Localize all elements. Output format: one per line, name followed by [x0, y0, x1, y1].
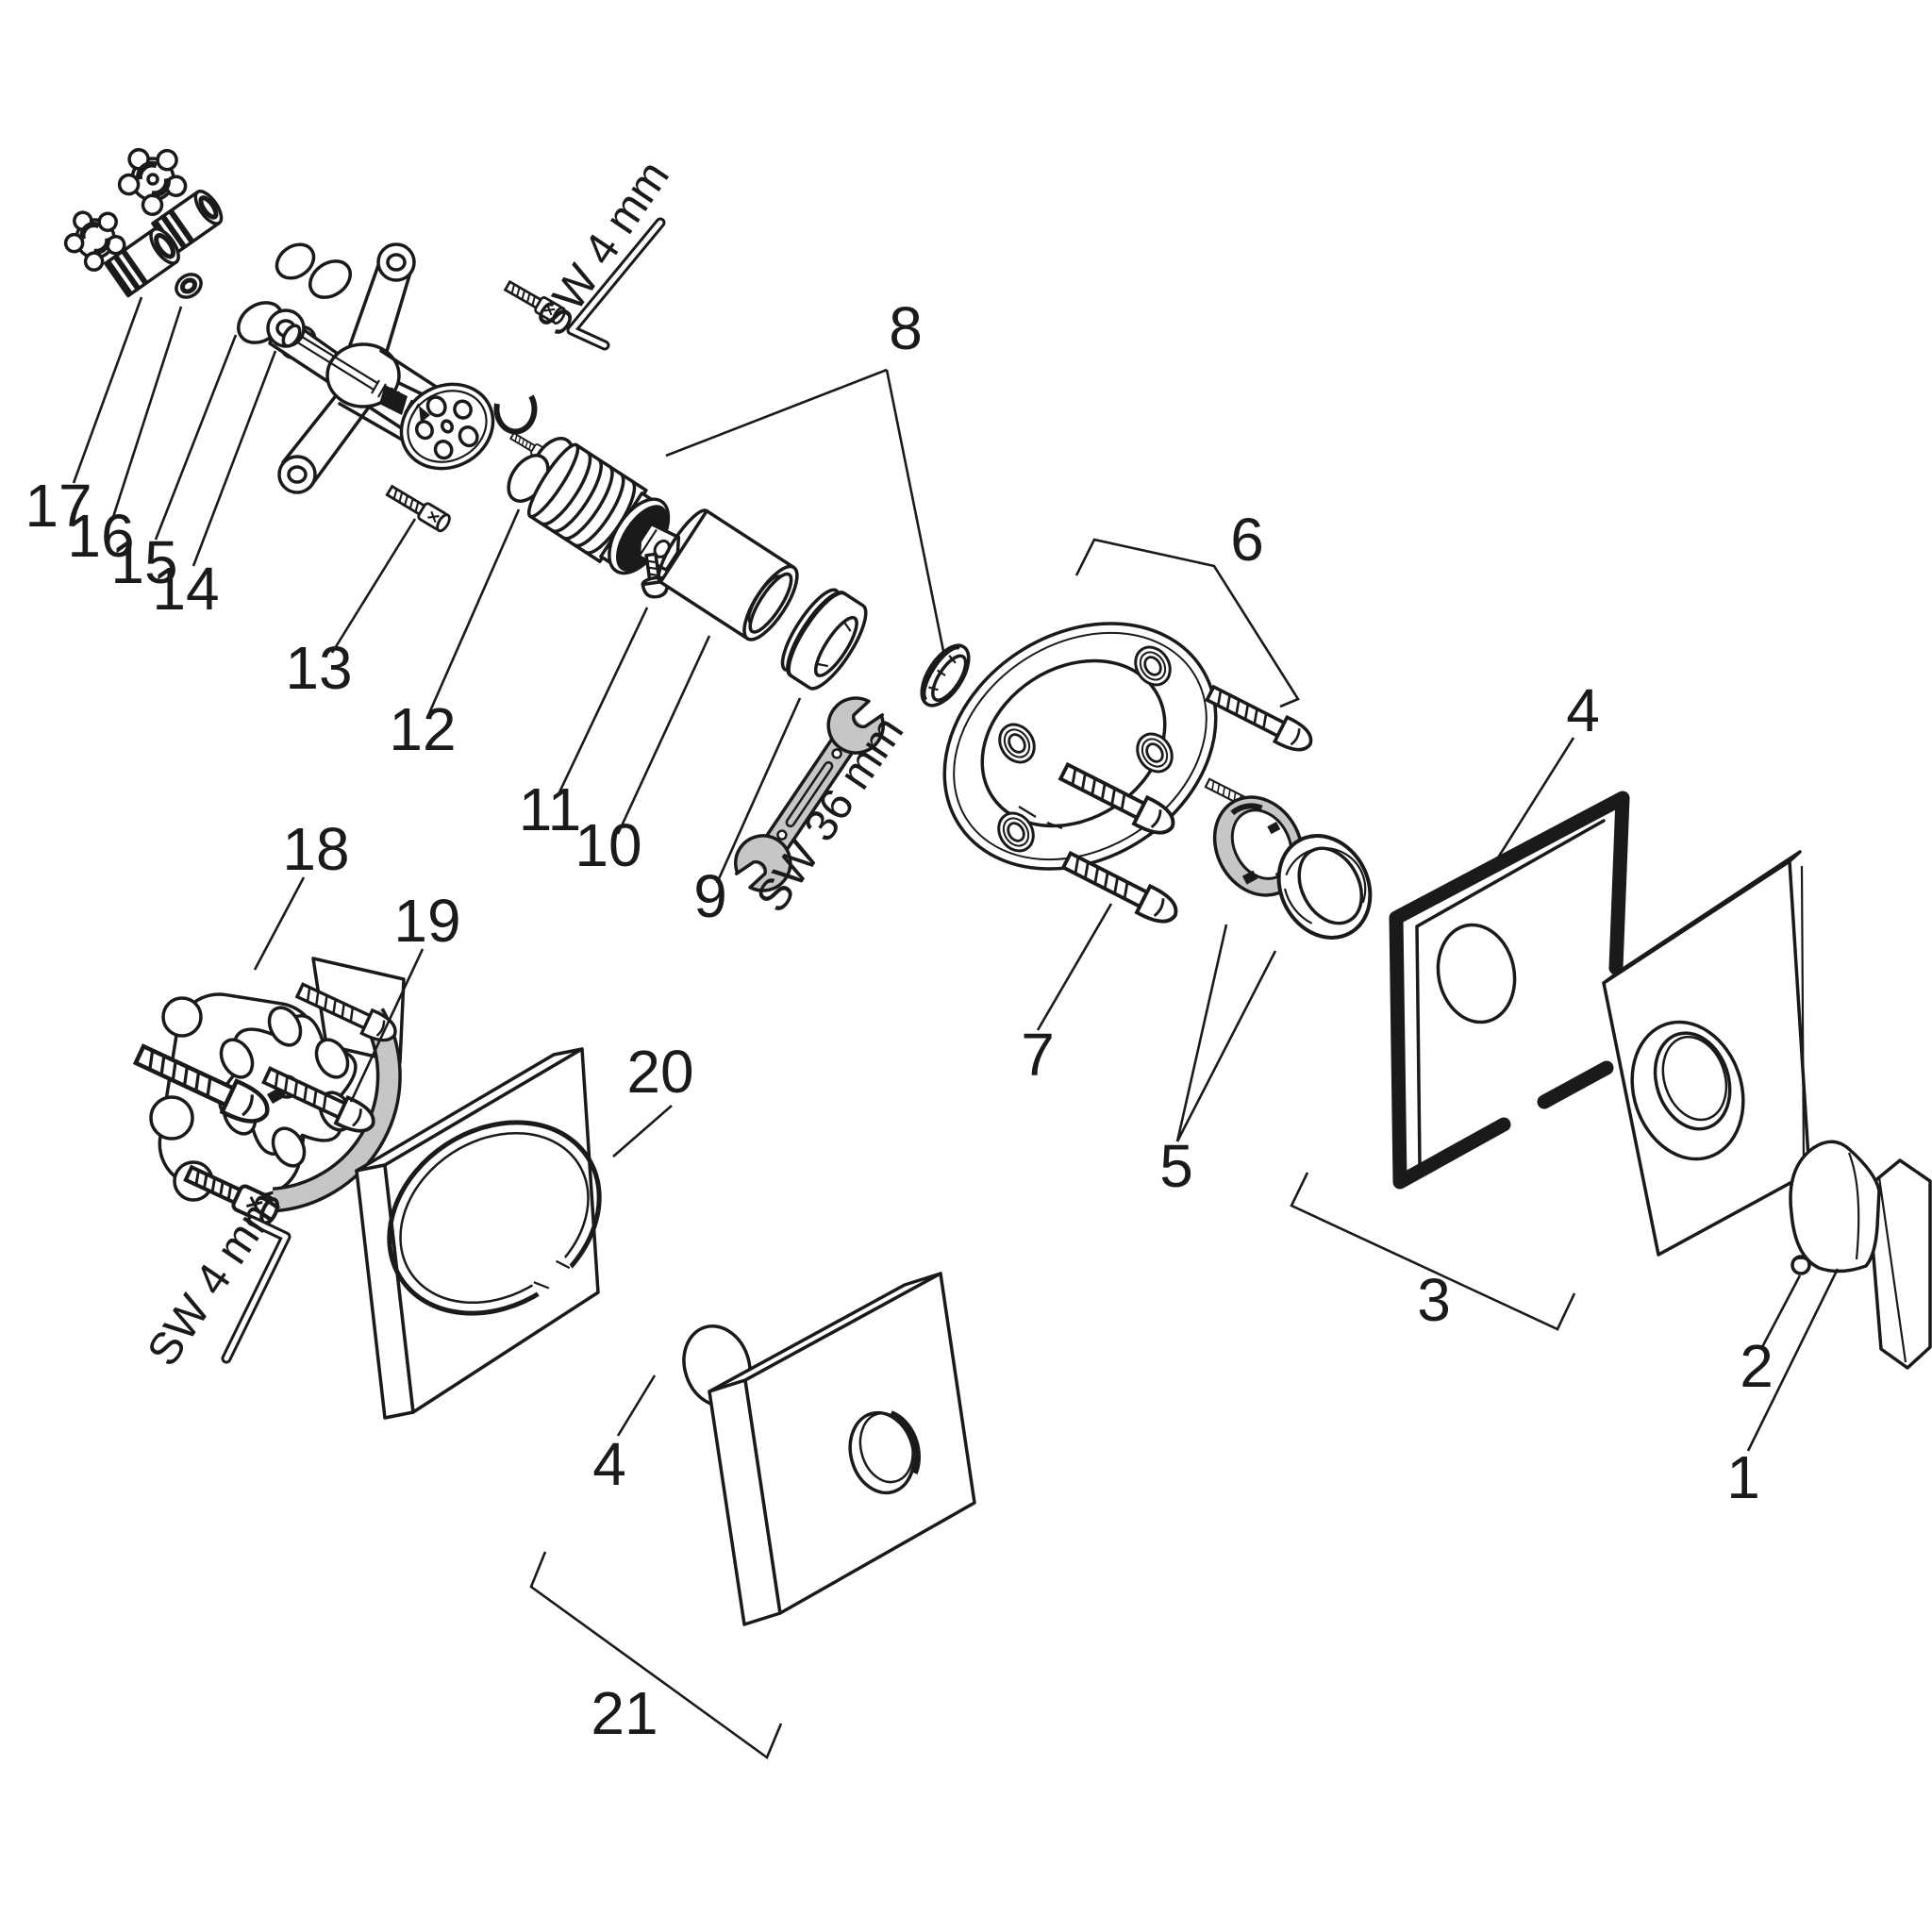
o-ring-b [308, 259, 352, 299]
leader-4-top [1487, 737, 1575, 874]
callout-17: 17 [25, 472, 92, 540]
body-through-screw [281, 324, 430, 423]
allen-key-top-label: SW 4 mm [526, 152, 679, 344]
grub-screw-2 [1790, 1255, 1811, 1275]
strainer-cap-upper [117, 147, 188, 216]
screw-13 [383, 481, 454, 535]
safety-clip [493, 394, 554, 465]
leader-13 [330, 518, 417, 654]
bracket-21 [529, 1551, 783, 1760]
callout-15: 15 [110, 528, 177, 596]
callout-21: 21 [591, 1679, 658, 1747]
handle-1 [1789, 1140, 1932, 1370]
bracket-6 [1074, 538, 1300, 708]
leader-5 [1175, 924, 1277, 1142]
callout-1: 1 [1726, 1443, 1760, 1511]
escutcheon-20 [355, 1047, 602, 1420]
callout-9: 9 [693, 862, 727, 930]
basic-set-body [266, 242, 495, 494]
leader-17 [72, 296, 143, 484]
allen-key-top [566, 217, 666, 351]
leader-15 [154, 334, 238, 541]
seal-grommet [175, 273, 203, 299]
carrier-screw-3 [1202, 679, 1319, 758]
callout-12: 12 [389, 695, 456, 763]
o-ring-a [275, 242, 316, 280]
retaining-ring-20 [387, 1120, 602, 1316]
check-valve-plug-lower [103, 226, 180, 298]
cover-plate-3 [1602, 850, 1811, 1257]
callout-6: 6 [1230, 506, 1264, 574]
callout-14: 14 [152, 555, 219, 623]
callout-3: 3 [1417, 1266, 1451, 1334]
leader-14 [192, 350, 277, 567]
callout-8: 8 [889, 294, 923, 362]
callout-19: 19 [393, 887, 460, 955]
carrier-screw-2 [1058, 845, 1184, 931]
callout-4-bottom: 4 [592, 1430, 626, 1498]
leader-lines [72, 296, 1840, 1760]
adapter-ring-8 [920, 643, 971, 708]
sleeve-10 [657, 508, 799, 641]
open-end-wrench [724, 690, 895, 899]
callout-5: 5 [1159, 1132, 1193, 1200]
leader-10 [616, 635, 711, 835]
callout-labels: 17 16 15 14 13 12 11 10 9 8 6 7 5 4 3 2 … [25, 294, 1773, 1747]
callout-13: 13 [285, 634, 352, 702]
leader-19 [349, 948, 425, 1103]
leader-18 [253, 876, 306, 971]
o-ring-4-top [1436, 923, 1517, 1024]
check-valve-parts [63, 147, 352, 360]
square-seal-4 [1389, 791, 1630, 1190]
leader-1 [1746, 1268, 1840, 1452]
callout-18: 18 [282, 815, 349, 883]
union-nut-9 [780, 588, 868, 691]
chrome-ring-5b [1276, 834, 1373, 940]
callout-20: 20 [626, 1038, 693, 1106]
leader-20 [612, 1105, 673, 1158]
leader-12 [427, 508, 521, 714]
body-flange [399, 382, 495, 471]
callout-11: 11 [519, 775, 581, 843]
leader-16 [111, 306, 183, 518]
callout-2: 2 [1740, 1332, 1774, 1400]
strainer-cap-lower [63, 210, 126, 272]
extension-set-18 [132, 957, 406, 1225]
leader-7 [1036, 903, 1113, 1031]
bracket-3 [1290, 1172, 1576, 1331]
leader-4-bottom [616, 1374, 657, 1437]
callout-4-top: 4 [1566, 676, 1600, 744]
callout-16: 16 [67, 502, 134, 570]
leader-9 [715, 697, 802, 884]
leader-8 [665, 368, 945, 652]
cover-plate-21 [708, 1272, 976, 1626]
leader-11 [557, 607, 649, 795]
leader-2 [1760, 1274, 1802, 1348]
callout-7: 7 [1021, 1021, 1055, 1089]
callout-10: 10 [575, 811, 641, 879]
allen-key-left [221, 1215, 291, 1364]
